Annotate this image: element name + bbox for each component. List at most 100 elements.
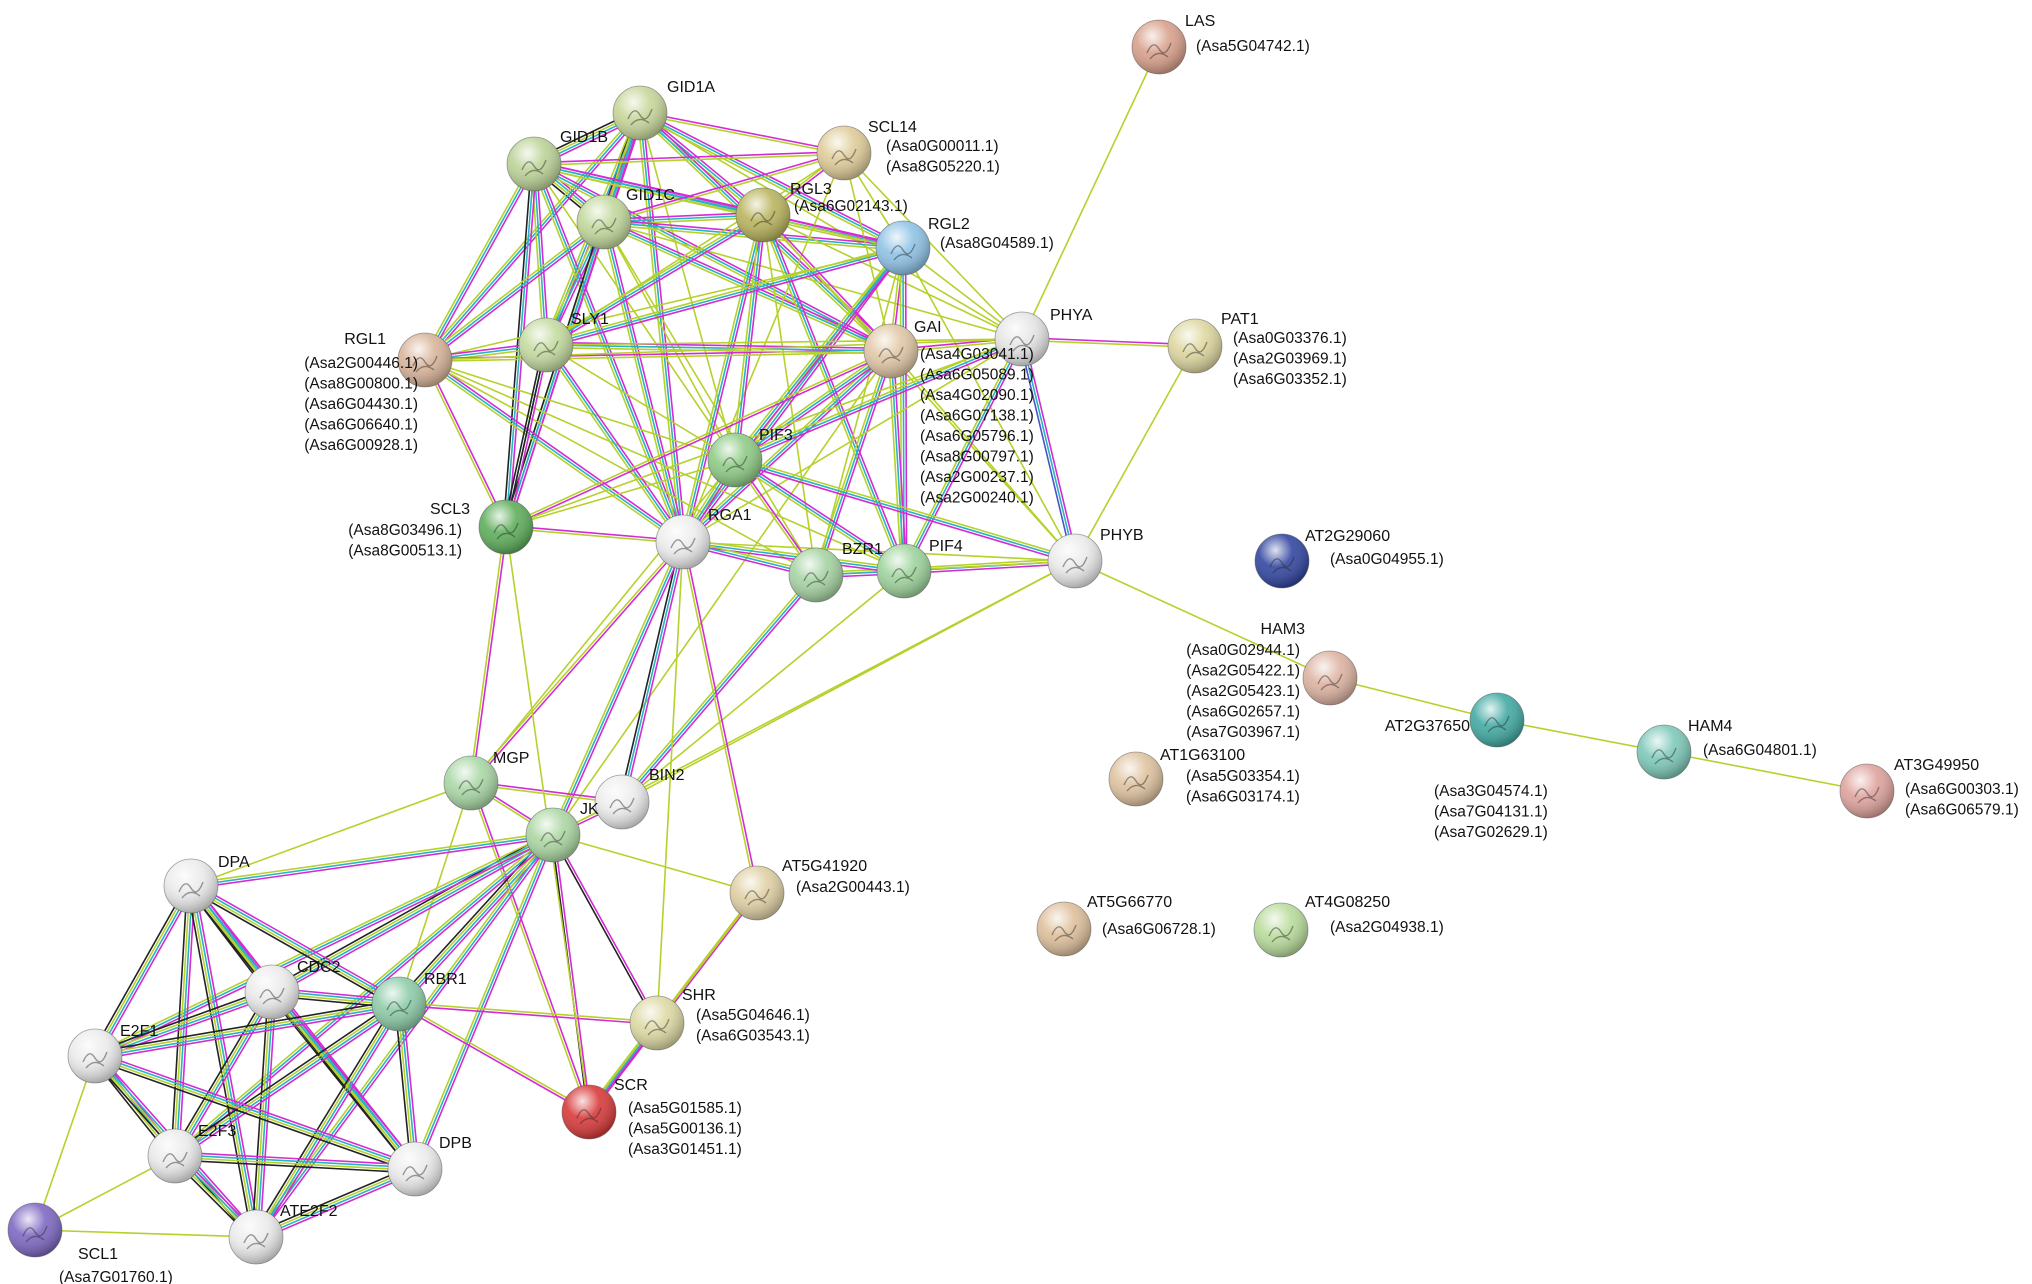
node-scl14[interactable]: SCL14(Asa0G00011.1)(Asa8G05220.1)	[816, 119, 1000, 181]
edge-MGP-RBR1	[398, 782, 472, 1005]
node-pat1[interactable]: PAT1(Asa0G03376.1)(Asa2G03969.1)(Asa6G03…	[1167, 311, 1347, 388]
node-phyb[interactable]: PHYB	[1047, 527, 1144, 589]
node-outline	[397, 332, 453, 388]
node-at2g37650[interactable]: AT2G37650(Asa3G04574.1)(Asa7G04131.1)(As…	[1385, 692, 1548, 841]
node-annotation: (Asa5G04646.1)	[696, 1007, 810, 1024]
node-at5g66770[interactable]: AT5G66770(Asa6G06728.1)	[1036, 894, 1216, 957]
edge-strand	[470, 459, 736, 784]
edge-strand	[471, 527, 509, 784]
node-sly1[interactable]: SLY1	[518, 311, 609, 373]
edge-strand	[469, 540, 683, 783]
node-rgl2[interactable]: RGL2(Asa8G04589.1)	[875, 216, 1054, 276]
node-outline	[612, 85, 668, 141]
node-ham3[interactable]: HAM3(Asa0G02944.1)(Asa2G05422.1)(Asa2G05…	[1186, 621, 1358, 741]
node-shine	[736, 188, 790, 242]
edge-strand	[817, 351, 895, 577]
node-dpb[interactable]: DPB	[387, 1135, 472, 1197]
edge-strand	[423, 360, 506, 528]
edge-strand	[471, 542, 685, 785]
node-cdc2[interactable]: CDC2	[244, 959, 341, 1020]
edge-strand	[533, 163, 892, 352]
node-mgp[interactable]: MGP	[443, 750, 529, 811]
node-ate2f2[interactable]: ATE2F2	[228, 1203, 338, 1265]
protein-structure-icon	[1009, 334, 1035, 352]
node-gai[interactable]: GAI(Asa4G03041.1)(Asa6G05089.1)(Asa4G020…	[863, 319, 1034, 507]
node-label: AT3G49950	[1894, 757, 1979, 774]
protein-structure-icon	[1146, 42, 1172, 60]
protein-structure-icon	[493, 522, 519, 540]
edge-strand	[468, 526, 506, 783]
node-rgl3[interactable]: RGL3(Asa6G02143.1)	[735, 181, 908, 243]
edge-strand	[736, 249, 906, 463]
node-rbr1[interactable]: RBR1	[371, 971, 467, 1032]
node-bzr1[interactable]: BZR1	[788, 541, 883, 603]
edge-strand	[736, 352, 893, 463]
edge-E2F3-DPB	[174, 1151, 416, 1174]
node-shine	[1048, 534, 1102, 588]
edge-strand	[94, 834, 554, 1057]
edge-strand	[424, 359, 736, 461]
node-jkd[interactable]: JK	[525, 801, 599, 863]
node-shine	[630, 996, 684, 1050]
edge-strand	[34, 1229, 257, 1238]
edge-strand	[170, 989, 270, 1155]
node-annotation: (Asa6G00928.1)	[304, 437, 418, 454]
node-outline	[707, 432, 763, 488]
node-ham4[interactable]: HAM4(Asa6G04801.1)	[1636, 718, 1817, 780]
protein-structure-icon	[1051, 924, 1077, 942]
node-at2g29060[interactable]: AT2G29060(Asa0G04955.1)	[1254, 528, 1444, 589]
edge-strand	[736, 215, 767, 461]
node-at1g63100[interactable]: AT1G63100(Asa5G03354.1)(Asa6G03174.1)	[1108, 747, 1300, 807]
node-pif4[interactable]: PIF4	[876, 538, 963, 599]
node-rgl1[interactable]: RGL1(Asa2G00446.1)(Asa8G00800.1)(Asa6G04…	[304, 331, 453, 454]
node-at5g41920[interactable]: AT5G41920(Asa2G00443.1)	[729, 858, 910, 921]
node-shine	[708, 433, 762, 487]
node-scl3[interactable]: SCL3(Asa8G03496.1)(Asa8G00513.1)	[348, 499, 534, 560]
edge-strand	[173, 1002, 399, 1156]
node-annotation: (Asa7G04131.1)	[1434, 804, 1548, 821]
node-shine	[372, 977, 426, 1031]
node-rga1[interactable]: RGA1	[655, 507, 752, 570]
node-phya[interactable]: PHYA	[994, 307, 1093, 367]
node-scr[interactable]: SCR(Asa5G01585.1)(Asa5G00136.1)(Asa3G014…	[561, 1077, 742, 1158]
node-gid1b[interactable]: GID1B	[506, 129, 608, 192]
edge-strand	[621, 574, 817, 803]
edge-RBR1-E2F3	[172, 1000, 402, 1160]
node-at4g08250[interactable]: AT4G08250(Asa2G04938.1)	[1253, 894, 1444, 958]
node-e2f1[interactable]: E2F1	[67, 1023, 158, 1084]
node-label: ATE2F2	[280, 1203, 338, 1220]
node-annotation: (Asa4G03041.1)	[920, 346, 1034, 363]
edge-strand	[890, 350, 1076, 562]
edge-strand	[399, 1002, 591, 1112]
node-annotation: (Asa0G02944.1)	[1186, 642, 1300, 659]
node-label: AT5G41920	[782, 858, 867, 875]
edge-strand	[735, 456, 1076, 560]
node-scl1[interactable]: SCL1(Asa7G01760.1)	[7, 1202, 173, 1284]
node-bin2[interactable]: BIN2	[594, 767, 685, 830]
node-outline	[1167, 318, 1223, 374]
node-annotation: (Asa2G04938.1)	[1330, 919, 1444, 936]
node-gid1a[interactable]: GID1A	[612, 79, 715, 141]
node-at3g49950[interactable]: AT3G49950(Asa6G00303.1)(Asa6G06579.1)	[1839, 757, 2019, 819]
node-shr[interactable]: SHR(Asa5G04646.1)(Asa6G03543.1)	[629, 987, 810, 1051]
node-pif3[interactable]: PIF3	[707, 427, 793, 488]
node-label: GID1B	[560, 129, 608, 146]
node-outline	[1253, 902, 1309, 958]
node-gid1c[interactable]: GID1C	[576, 187, 675, 250]
node-annotation: (Asa7G03967.1)	[1186, 724, 1300, 741]
edge-RGL1-SCL3	[423, 359, 508, 528]
node-e2f3[interactable]: E2F3	[147, 1123, 236, 1184]
node-annotation: (Asa6G00303.1)	[1905, 781, 2019, 798]
edge-PHYA-SCL3	[505, 338, 1023, 528]
node-annotation: (Asa6G02657.1)	[1186, 704, 1300, 721]
edge-GID1C-RGA1	[600, 221, 687, 543]
node-label: AT2G29060	[1305, 528, 1390, 545]
edge-strand	[190, 831, 553, 885]
node-label: RGL2	[928, 216, 970, 233]
node-annotation: (Asa0G00011.1)	[886, 138, 999, 155]
edge-strand	[843, 152, 892, 352]
edge-strand	[395, 831, 551, 1002]
node-dpa[interactable]: DPA	[163, 854, 250, 914]
edge-strand	[552, 350, 892, 836]
node-las[interactable]: LAS(Asa5G04742.1)	[1131, 13, 1310, 75]
